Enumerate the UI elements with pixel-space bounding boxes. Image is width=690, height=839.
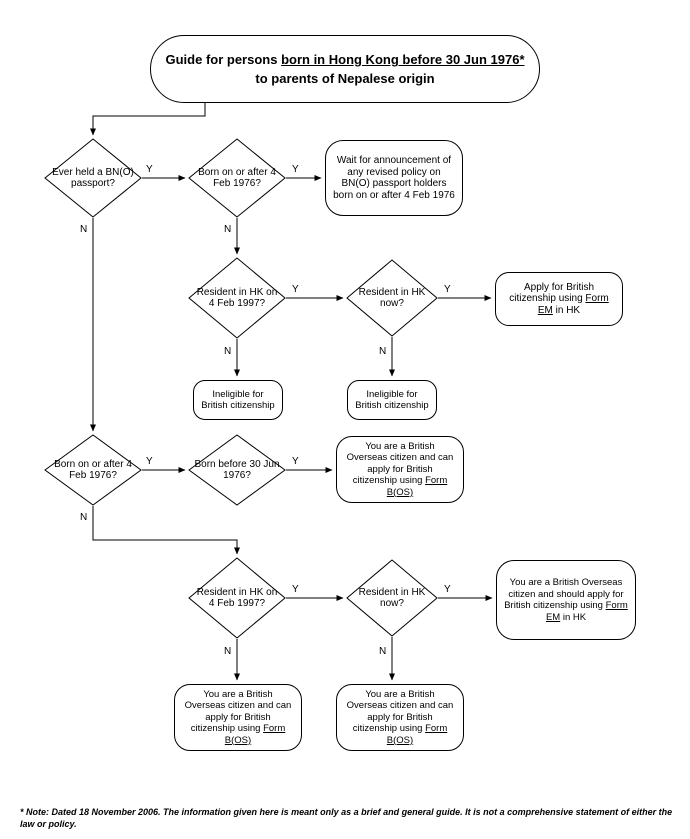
outcome-bos-can-apply-mid: You are a British Overseas citizen and c…: [336, 436, 464, 503]
outcome-bos-right-text: You are a British Overseas citizen and c…: [344, 689, 456, 747]
outcome-bos-em-suffix: in HK: [560, 611, 587, 623]
outcome-bos-em-text: You are a British Overseas citizen and s…: [504, 577, 628, 623]
branch-label-no-d5: N: [80, 512, 88, 523]
outcome-ineligible-2: Ineligible for British citizenship: [347, 380, 437, 420]
outcome-bos-left-text: You are a British Overseas citizen and c…: [182, 689, 294, 747]
branch-label-no-d7: N: [224, 646, 232, 657]
branch-label-no-d1: N: [80, 224, 88, 235]
decision-resident-now-a: Resident in HK now?: [358, 286, 426, 310]
diamond-resident-now-b: [346, 559, 438, 637]
branch-label-no-d8: N: [379, 646, 387, 657]
outcome-bos-left-form-link: Form B(OS): [224, 723, 286, 746]
decision-resident-now-b: Resident in HK now?: [358, 586, 426, 610]
outcome-wait-announcement-text: Wait for announcement of any revised pol…: [333, 155, 455, 201]
decision-ever-held-bno: Ever held a BN(O) passport?: [52, 166, 134, 190]
chart-title-line1-underlined: born in Hong Kong before 30 Jun 1976*: [281, 52, 525, 67]
branch-label-no-d3: N: [224, 346, 232, 357]
footnote: * Note: Dated 18 November 2006. The info…: [20, 807, 673, 829]
outcome-bos-should-apply-em: You are a British Overseas citizen and s…: [496, 560, 636, 640]
outcome-bos-right-form-link: Form B(OS): [386, 723, 448, 746]
decision-diamond-shapes: [44, 138, 438, 639]
outcome-bos-mid-form-link: Form B(OS): [386, 475, 448, 498]
decision-born-before-30jun1976: Born before 30 Jun 1976?: [194, 458, 280, 482]
outcome-bos-em-form-link: Form EM: [545, 600, 628, 623]
chart-title-line2: to parents of Nepalese origin: [255, 71, 435, 86]
decision-resident-1997-a: Resident in HK on 4 Feb 1997?: [196, 286, 278, 310]
branch-label-no-d2: N: [224, 224, 232, 235]
branch-label-yes-d7: Y: [292, 584, 299, 595]
diamond-ever-held-bno: [44, 138, 142, 218]
diamond-born-after-4feb1976-a: [188, 138, 286, 218]
chart-title: Guide for persons born in Hong Kong befo…: [150, 35, 540, 103]
chart-title-line1-prefix: Guide for persons: [165, 52, 282, 67]
diamond-born-before-30jun1976: [188, 434, 286, 506]
branch-label-yes-d2: Y: [292, 164, 299, 175]
branch-label-no-d4: N: [379, 346, 387, 357]
outcome-ineligible-2-text: Ineligible for British citizenship: [355, 388, 429, 412]
outcome-ineligible-1: Ineligible for British citizenship: [193, 380, 283, 420]
branch-label-yes-d3: Y: [292, 284, 299, 295]
outcome-apply-em-suffix: in HK: [552, 304, 581, 316]
outcome-bos-right-prefix: You are a British Overseas citizen and c…: [346, 688, 454, 735]
connector-title-to-d1: [90, 103, 206, 136]
outcome-apply-em-form-link: Form EM: [537, 293, 609, 316]
decision-born-after-4feb1976-a: Born on or after 4 Feb 1976?: [198, 166, 276, 190]
diamond-born-after-4feb1976-b: [44, 434, 142, 506]
diamond-resident-1997-a: [188, 257, 286, 339]
diamond-resident-now-a: [346, 259, 438, 337]
outcome-ineligible-1-text: Ineligible for British citizenship: [201, 388, 275, 412]
outcome-wait-announcement: Wait for announcement of any revised pol…: [325, 140, 463, 216]
connector-arrows: [90, 103, 493, 681]
branch-label-yes-d1: Y: [146, 164, 153, 175]
outcome-apply-em-text: Apply for British citizenship using Form…: [503, 282, 615, 317]
decision-resident-1997-b: Resident in HK on 4 Feb 1997?: [196, 586, 278, 610]
decision-born-after-4feb1976-b: Born on or after 4 Feb 1976?: [54, 458, 132, 482]
chart-title-line1: Guide for persons born in Hong Kong befo…: [166, 50, 525, 69]
outcome-bos-mid-prefix: You are a British Overseas citizen and c…: [346, 440, 454, 487]
connector-d5-no: [92, 506, 240, 555]
outcome-bos-mid-text: You are a British Overseas citizen and c…: [344, 441, 456, 499]
branch-label-yes-d6: Y: [292, 456, 299, 467]
branch-label-yes-d5: Y: [146, 456, 153, 467]
outcome-apply-em-prefix: Apply for British citizenship using: [509, 281, 595, 305]
outcome-apply-british-citizenship-em: Apply for British citizenship using Form…: [495, 272, 623, 326]
outcome-bos-left-prefix: You are a British Overseas citizen and c…: [184, 688, 292, 735]
branch-label-yes-d8: Y: [444, 584, 451, 595]
outcome-bos-can-apply-right: You are a British Overseas citizen and c…: [336, 684, 464, 751]
outcome-bos-em-prefix: You are a British Overseas citizen and s…: [504, 577, 624, 611]
diamond-resident-1997-b: [188, 557, 286, 639]
outcome-bos-can-apply-left: You are a British Overseas citizen and c…: [174, 684, 302, 751]
branch-label-yes-d4: Y: [444, 284, 451, 295]
